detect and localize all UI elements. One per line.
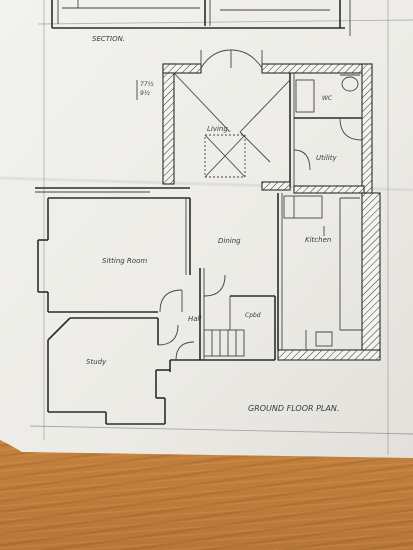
margin-note: 77½ [140,81,154,88]
ground-floor-plan [35,49,381,425]
section-label: SECTION. [92,35,125,43]
room-label-hall: Hall [188,315,201,323]
room-label-cpbd: Cpbd [245,312,261,319]
room-label-living: Living [207,125,228,133]
plan-title: GROUND FLOOR PLAN. [248,404,339,413]
room-label-utility: Utility [316,154,337,162]
room-label-study: Study [86,358,107,366]
paper [0,0,413,458]
room-label-wc: WC [322,95,333,102]
section-drawing [51,0,351,36]
room-label-kitchen: Kitchen [305,236,331,244]
room-label-dining: Dining [218,237,241,245]
margin-note: 9½ [140,90,150,97]
room-label-sitting-room: Sitting Room [102,257,147,265]
